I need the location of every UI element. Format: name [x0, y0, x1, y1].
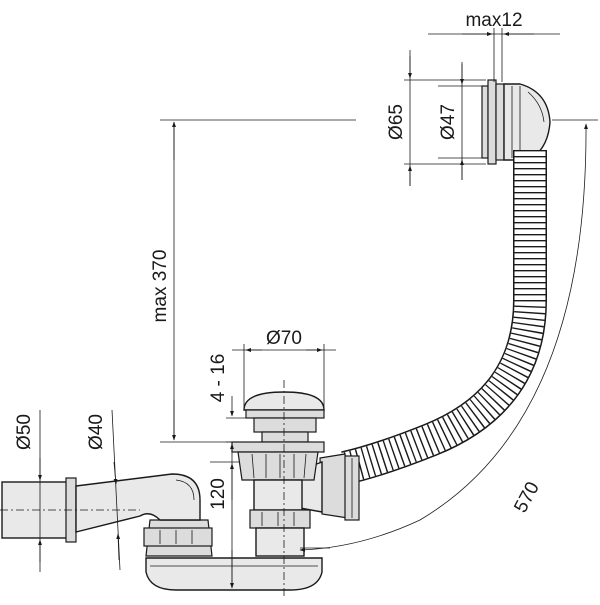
dim-d40: Ø40 — [86, 409, 121, 571]
drain-valve — [231, 391, 325, 557]
dim-max12: max12 — [428, 10, 560, 82]
dim-120: 120 — [208, 461, 240, 591]
dim-d65: Ø65 — [386, 50, 486, 186]
dim-120-label: 120 — [208, 478, 229, 510]
dim-d70-label: Ø70 — [266, 328, 302, 349]
corrugated-hose — [341, 150, 547, 485]
dim-570-label: 570 — [510, 478, 543, 516]
dim-max370: max 370 — [150, 119, 356, 443]
dim-max12-label: max12 — [465, 10, 522, 31]
dim-4-16-label: 4 - 16 — [208, 354, 229, 403]
dim-max370-label: max 370 — [150, 250, 171, 323]
dim-d50: Ø50 — [14, 410, 42, 572]
trap-bowl — [143, 519, 323, 591]
dim-d65-label: Ø65 — [386, 104, 407, 140]
dim-d50-label: Ø50 — [14, 414, 35, 450]
dim-d40-label: Ø40 — [86, 414, 107, 450]
dim-4-16: 4 - 16 — [208, 354, 246, 464]
dim-d47-label: Ø47 — [438, 104, 459, 140]
